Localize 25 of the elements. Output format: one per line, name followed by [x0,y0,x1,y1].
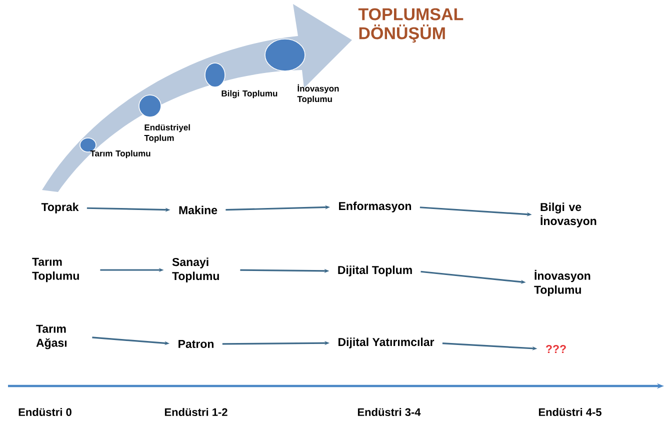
axis-label: Endüstri 4-5 [538,408,602,416]
node-label: Toprak [41,202,79,214]
node-label: Bilgi ve İnovasyon [540,202,596,228]
circle-label: İnovasyon Toplumu [297,84,339,104]
circle [80,138,96,152]
node-label: Tarım Ağası [36,324,66,350]
node-label: Dijital Toplum [338,266,412,276]
circle [204,62,226,88]
circle [264,38,306,72]
circle [138,94,162,118]
node-label: Dijital Yatırımcılar [338,338,434,348]
axis-label: Endüstri 1-2 [164,408,228,416]
node-label: ??? [546,344,566,354]
node-label: Patron [178,340,214,348]
node-label: Sanayi Toplumu [172,258,219,282]
node-label: Tarım Toplumu [32,258,79,282]
node-label: Makine [179,206,218,214]
axis-label: Endüstri 3-4 [358,408,421,416]
circle-label: Endüstriyel Toplum [144,124,190,143]
circle-label: Bilgi Toplumu [222,90,278,98]
circle-label: Tarım Toplumu [90,150,150,158]
node-label: İnovasyon Toplumu [534,270,590,296]
title: TOPLUMSAL DÖNÜŞÜM [358,8,464,43]
axis-label: Endüstri 0 [18,408,72,416]
node-label: Enformasyon [339,202,412,212]
